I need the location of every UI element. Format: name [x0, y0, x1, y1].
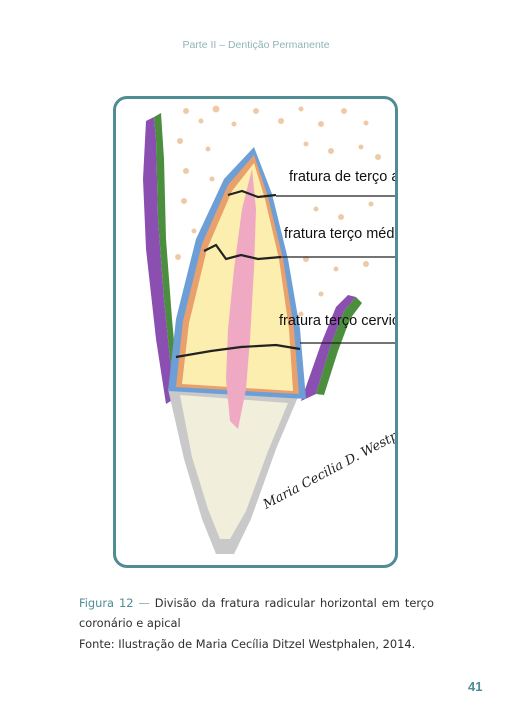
fracture-cervical [175, 343, 301, 359]
right-green-strip [316, 297, 362, 395]
left-green-strip [154, 113, 178, 399]
tooth-illustration: fratura de terço apical fratura terço mé… [143, 105, 398, 554]
label-fratura-medio: fratura terço médio [284, 226, 398, 242]
fracture-apical [227, 189, 277, 199]
fracture-medio [203, 243, 282, 261]
figure-frame: fratura de terço apical fratura terço mé… [113, 96, 398, 568]
label-fratura-apical: fratura de terço apical [289, 169, 398, 185]
caption-dash: — [138, 596, 150, 610]
label-fratura-cervical: fratura terço cervical [279, 313, 398, 329]
bone-speckles [175, 105, 381, 317]
pulp-canal [226, 169, 256, 429]
figure-caption: Figura 12 — Divisão da fratura radicular… [79, 593, 434, 633]
page-number: 41 [468, 679, 483, 694]
fracture-lines [175, 189, 301, 359]
left-purple-strip [143, 117, 174, 404]
crown-dentin [180, 395, 288, 539]
right-purple-strip [301, 295, 356, 401]
leader-lines [276, 195, 395, 344]
figure-source: Fonte: Ilustração de Maria Cecília Ditze… [79, 637, 416, 651]
caption-text: Divisão da fratura radicular horizontal … [79, 596, 434, 630]
running-header: Parte II – Dentição Permanente [182, 39, 330, 51]
figure-label: Figura 12 [79, 596, 134, 610]
